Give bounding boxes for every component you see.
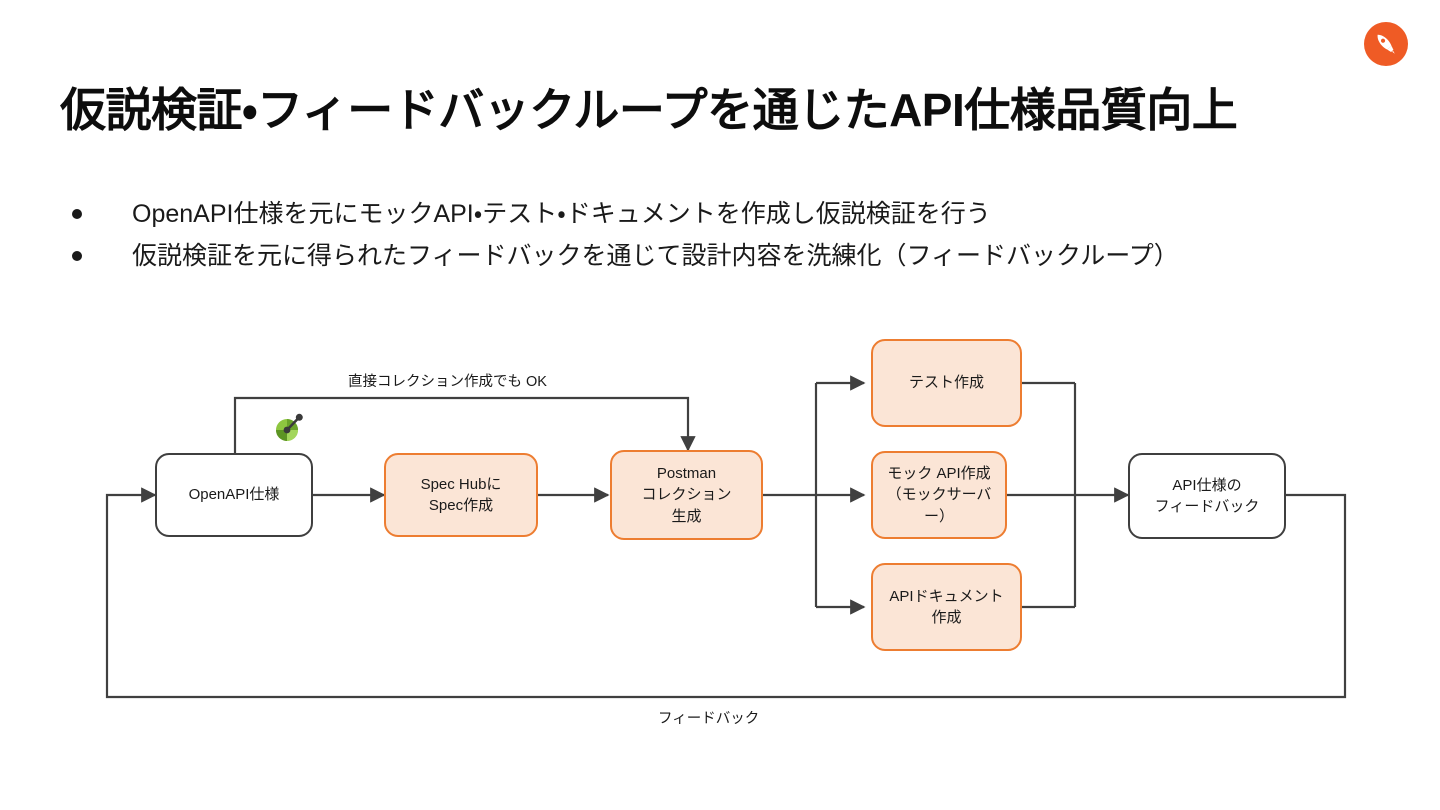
bullet-text: OpenAPI仕様を元にモックAPI・テスト・ドキュメントを作成し仮説検証を行う: [132, 200, 991, 228]
page-title: 仮説検証・フィードバックループを通じたAPI仕様品質向上: [60, 84, 1238, 136]
bullet-marker-icon: [72, 251, 82, 261]
edge-bypass-openapi-to-postman: [233, 396, 696, 453]
node-test-creation[interactable]: テスト作成: [871, 339, 1022, 427]
postman-logo-icon: [1364, 22, 1408, 66]
node-mock-api[interactable]: モック API作成 （モックサーバー）: [871, 451, 1007, 539]
edge-label-bypass: 直接コレクション作成でも OK: [348, 374, 547, 390]
node-api-spec-feedback[interactable]: API仕様の フィードバック: [1128, 453, 1286, 539]
swagger-openapi-icon: [272, 411, 306, 445]
edge-label-feedback: フィードバック: [658, 711, 760, 727]
node-openapi[interactable]: OpenAPI仕様: [155, 453, 313, 537]
edge-feedback-loop: [105, 487, 1347, 699]
bullet-text: 仮説検証を元に得られたフィードバックを通じて設計内容を洗練化（フィードバックルー…: [132, 242, 1179, 270]
node-postman-collection[interactable]: Postman コレクション 生成: [610, 450, 763, 540]
bullet-marker-icon: [72, 209, 82, 219]
bullet-list: OpenAPI仕様を元にモックAPI・テスト・ドキュメントを作成し仮説検証を行う…: [72, 193, 1392, 277]
node-api-document[interactable]: APIドキュメント 作成: [871, 563, 1022, 651]
bullet-item: OpenAPI仕様を元にモックAPI・テスト・ドキュメントを作成し仮説検証を行う: [72, 193, 1392, 235]
bullet-item: 仮説検証を元に得られたフィードバックを通じて設計内容を洗練化（フィードバックルー…: [72, 235, 1392, 277]
node-spec-hub[interactable]: Spec Hubに Spec作成: [384, 453, 538, 537]
